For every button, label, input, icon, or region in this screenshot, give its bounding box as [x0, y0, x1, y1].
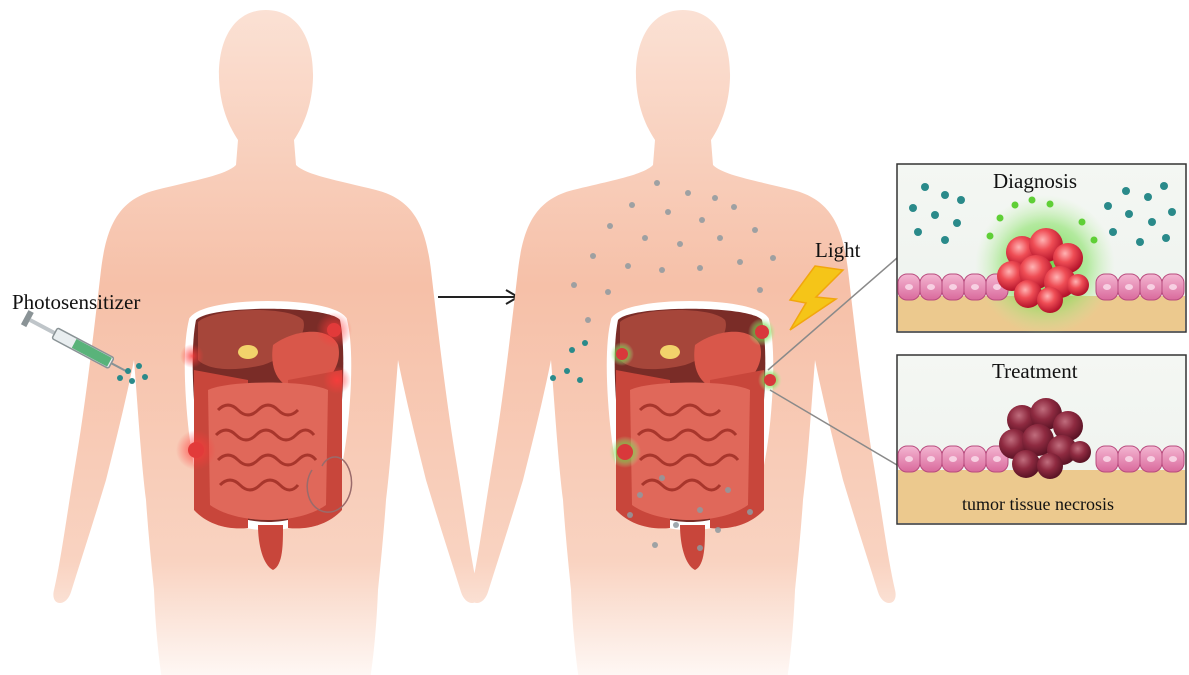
tumor-glow	[323, 366, 351, 394]
arrow-right-icon	[438, 290, 518, 304]
light-label: Light	[815, 238, 861, 263]
tumor-glow	[180, 344, 204, 368]
photosensitizer-label: Photosensitizer	[12, 290, 140, 315]
diagnosis-title: Diagnosis	[993, 169, 1077, 194]
tumor	[327, 323, 341, 337]
tumor	[188, 442, 204, 458]
treatment-title: Treatment	[992, 359, 1078, 384]
necrosis-caption: tumor tissue necrosis	[962, 494, 1114, 515]
